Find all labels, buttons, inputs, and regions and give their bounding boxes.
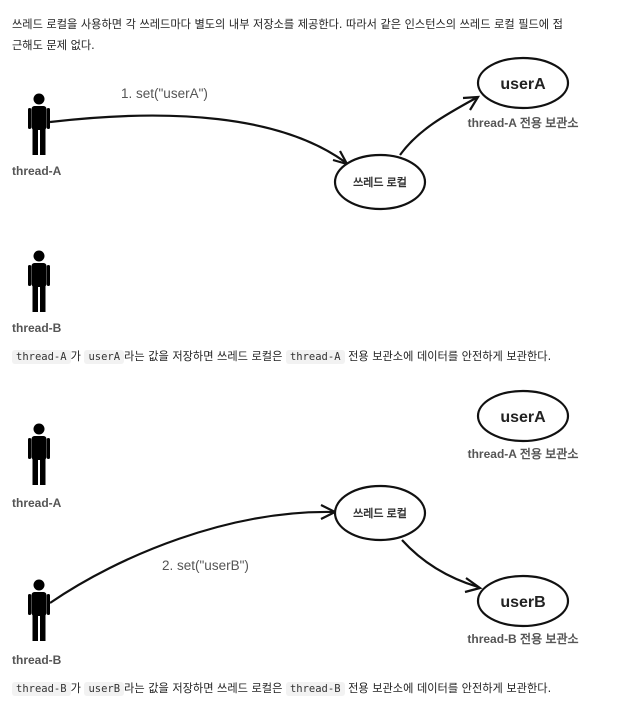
set-arrow-label: 1. set("userA"): [121, 86, 208, 101]
thread-local-node: [333, 153, 427, 211]
user-a-node: [476, 56, 570, 110]
set-arrow-label-2: 2. set("userB"): [162, 558, 249, 573]
store-a-label-2: thread-A 전용 보관소: [468, 446, 579, 461]
thread-local-label: 쓰레드 로컬: [353, 175, 407, 189]
user-a-label: userA: [500, 76, 546, 93]
caption-2-text-3: 전용 보관소에 데이터를 안전하게 보관한다.: [344, 682, 552, 695]
thread-a-person-icon-2: [28, 423, 50, 485]
thread-b-person-icon-2: [28, 579, 50, 641]
thread-a-label-2: thread-A: [12, 496, 62, 510]
store-arrow-head-2: [464, 577, 483, 594]
caption-2-thread2-code: thread-B: [285, 682, 345, 696]
thread-b-label-2: thread-B: [12, 653, 62, 667]
store-a-label: thread-A 전용 보관소: [468, 115, 579, 130]
user-b-node: [476, 574, 570, 628]
user-a-node-2: [476, 389, 570, 443]
caption-1-value-code: userA: [84, 350, 125, 364]
caption-2-text-1: 가: [70, 682, 85, 695]
thread-local-label-2: 쓰레드 로컬: [353, 506, 407, 520]
store-arrow-2: [401, 539, 479, 589]
store-arrow: [399, 97, 477, 156]
store-b-label: thread-B 전용 보관소: [467, 631, 578, 646]
thread-a-label: thread-A: [12, 164, 62, 178]
set-arrow: [49, 114, 346, 163]
caption-1-text-3: 전용 보관소에 데이터를 안전하게 보관한다.: [344, 350, 552, 363]
caption-1-thread-code: thread-A: [12, 350, 71, 364]
caption-2-thread-code: thread-B: [12, 682, 71, 696]
intro-paragraph: 쓰레드 로컬을 사용하면 각 쓰레드마다 별도의 내부 저장소를 제공한다. 따…: [12, 14, 602, 56]
caption-1-text-1: 가: [70, 350, 85, 363]
intro-line-2: 근해도 문제 없다.: [12, 39, 95, 52]
user-a-label-2: userA: [500, 409, 546, 426]
user-b-label: userB: [500, 594, 545, 611]
set-arrow-2: [49, 510, 334, 604]
store-arrow-head: [462, 95, 481, 111]
caption-1-text-2: 라는 값을 저장하면 쓰레드 로컬은: [124, 350, 286, 363]
diagram-thread-a-set: thread-A thread-B 1. set("userA") 쓰레드 로컬…: [12, 56, 579, 335]
intro-line-1: 쓰레드 로컬을 사용하면 각 쓰레드마다 별도의 내부 저장소를 제공한다. 따…: [12, 18, 563, 31]
caption-2-value-code: userB: [84, 682, 125, 696]
caption-2-text-2: 라는 값을 저장하면 쓰레드 로컬은: [124, 682, 286, 695]
thread-b-label: thread-B: [12, 321, 62, 335]
caption-1-thread2-code: thread-A: [285, 350, 345, 364]
thread-local-node-2: [333, 484, 427, 542]
